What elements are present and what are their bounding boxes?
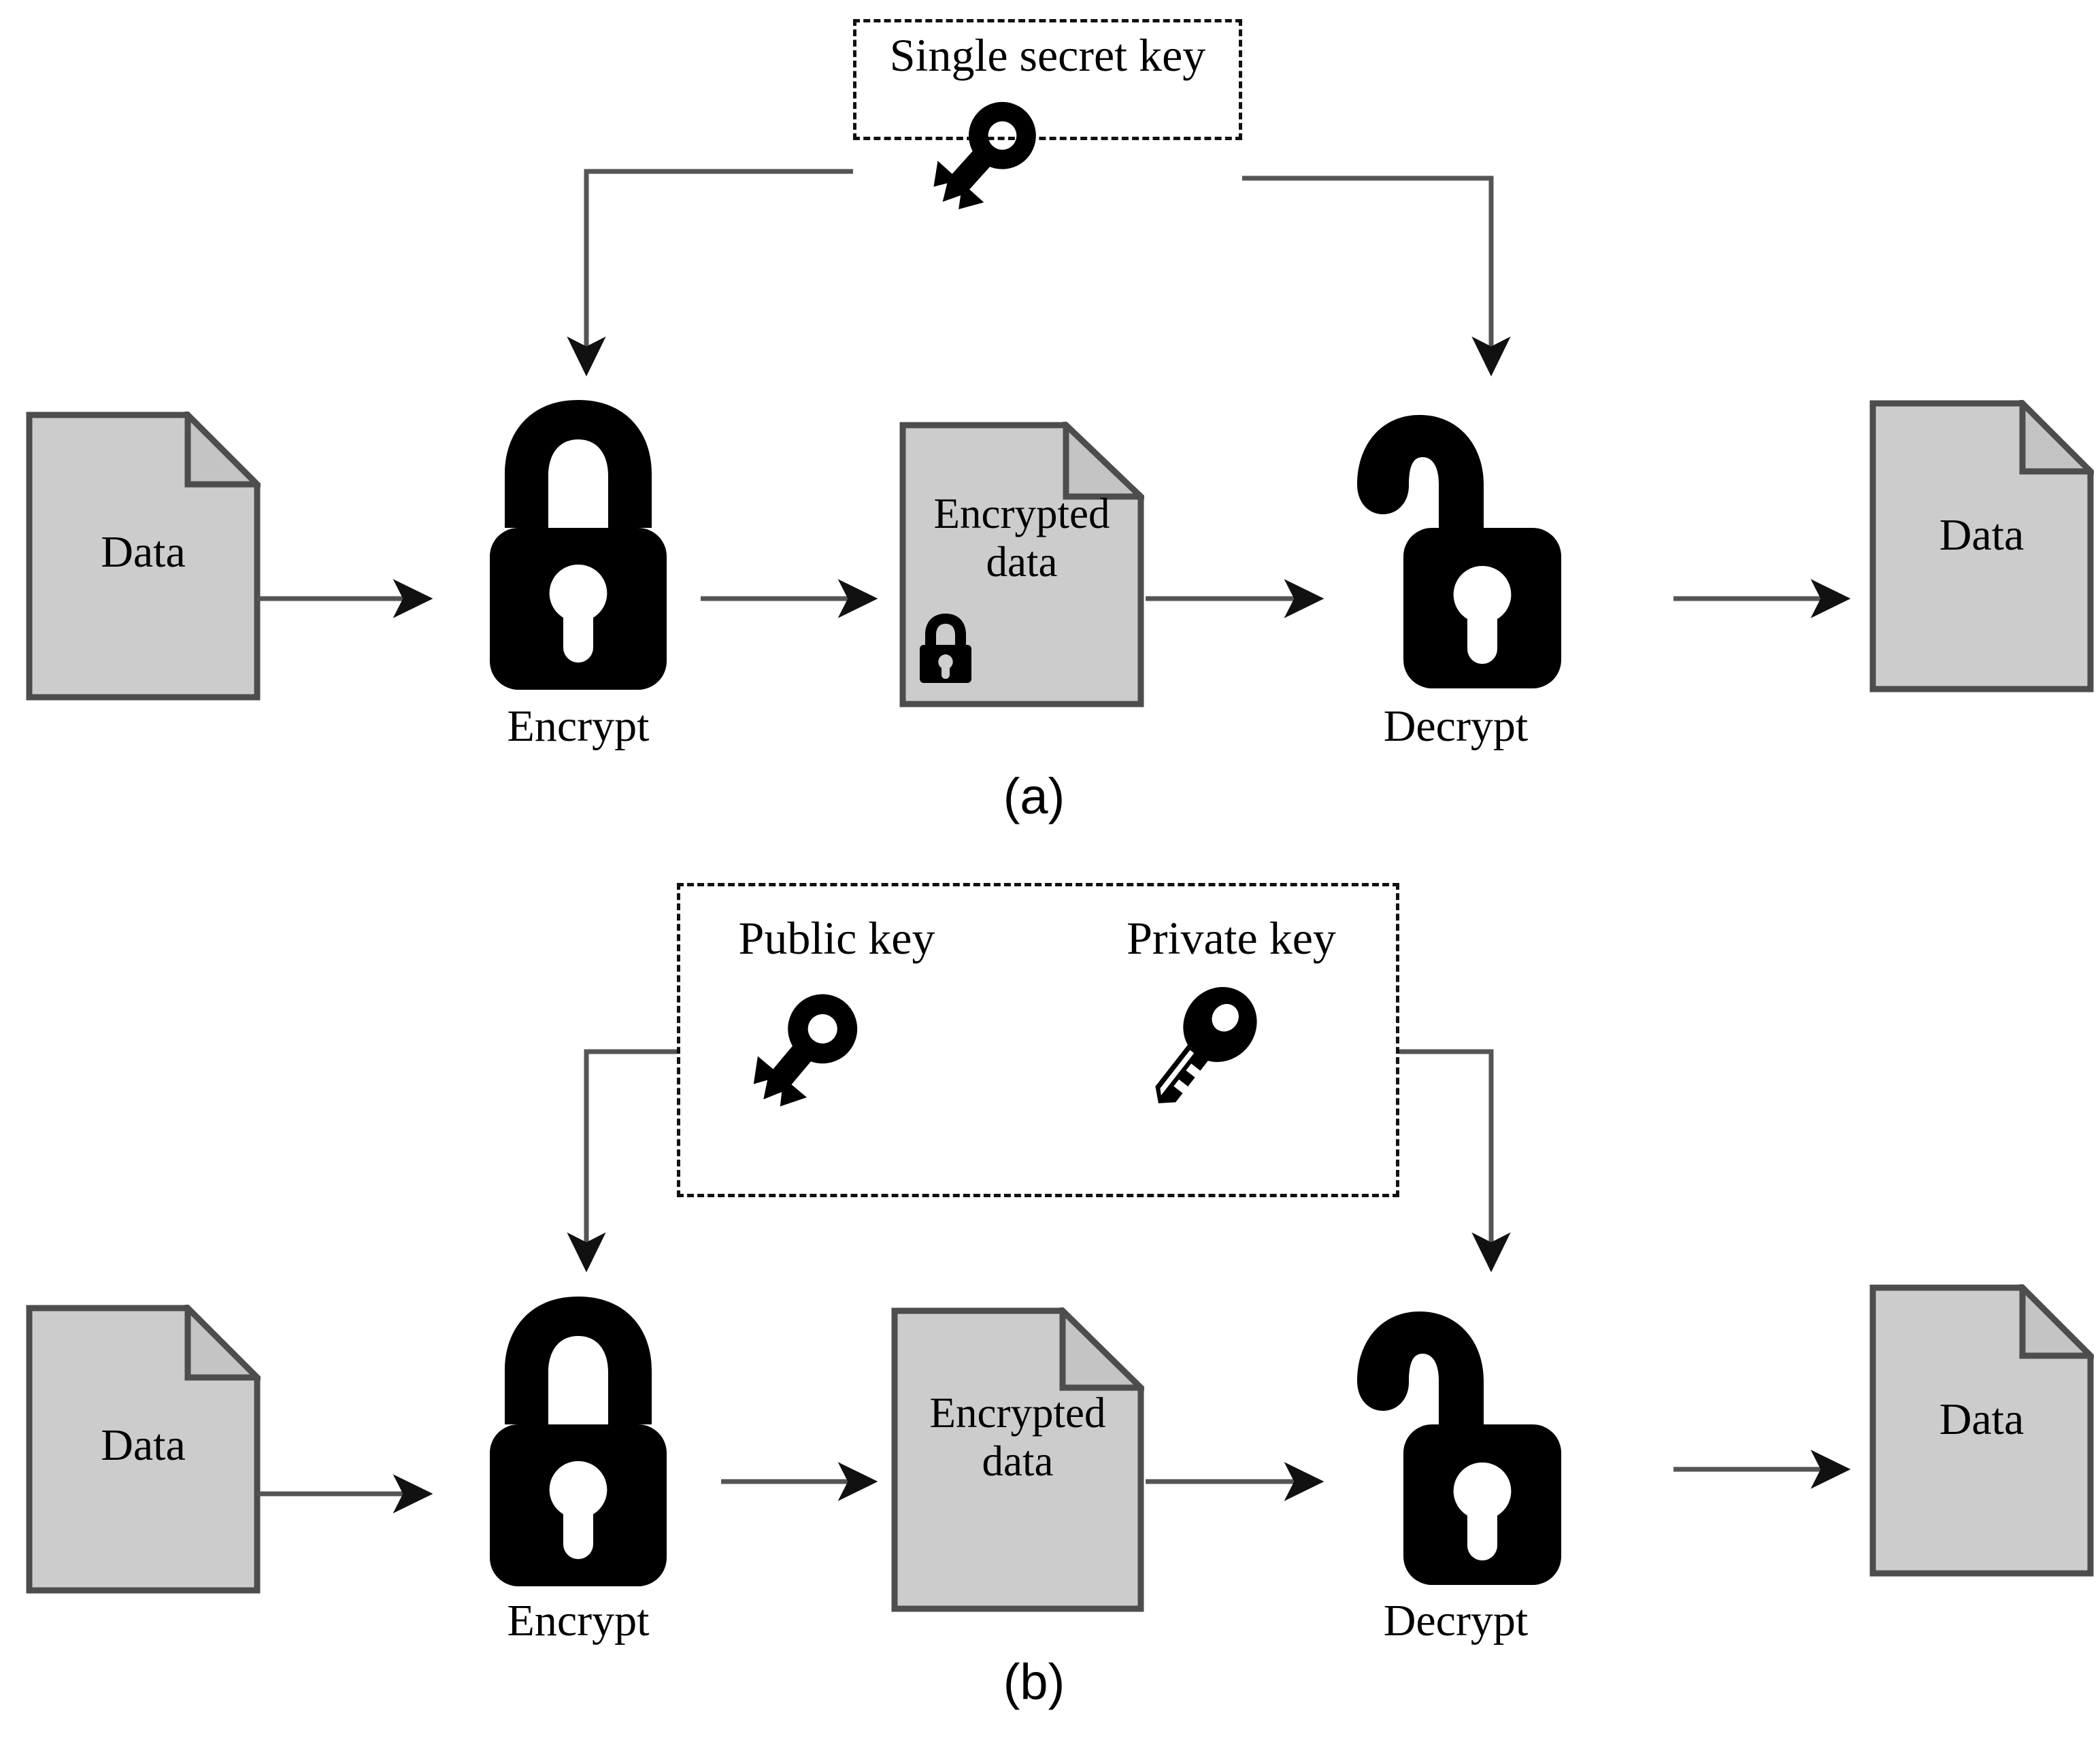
data-document-input-a: Data — [26, 412, 261, 701]
data-document-input-b: Data — [26, 1305, 261, 1594]
wire-private-key-to-decrypt-b — [1399, 1049, 1511, 1273]
single-secret-key-icon — [920, 88, 1050, 221]
lock-open-decrypt-a — [1344, 395, 1568, 694]
encrypt-caption-a: Encrypt — [507, 701, 650, 751]
public-key-icon — [739, 980, 872, 1119]
lock-closed-encrypt-a — [469, 395, 687, 694]
private-key-label: Private key — [1127, 912, 1336, 964]
data-document-output-a: Data — [1869, 400, 2094, 692]
decrypt-caption-a: Decrypt — [1383, 701, 1529, 751]
wire-key-to-decrypt-a — [1242, 176, 1511, 377]
single-secret-key-label: Single secret key — [889, 29, 1206, 81]
encrypted-data-document-a: Encrypted data — [899, 422, 1144, 707]
key-box-symmetric — [853, 19, 1242, 140]
panel-label-b: (b) — [1003, 1654, 1065, 1710]
decrypt-caption-b: Decrypt — [1383, 1596, 1529, 1645]
wire-key-to-encrypt-a — [567, 169, 853, 377]
key-box-asymmetric — [677, 883, 1399, 1197]
lock-closed-encrypt-b — [469, 1291, 687, 1590]
lock-badge-icon — [914, 611, 977, 686]
lock-open-decrypt-b — [1344, 1291, 1568, 1590]
wire-public-key-to-encrypt-b — [567, 1049, 677, 1273]
private-key-icon — [1129, 976, 1272, 1122]
panel-label-a: (a) — [1003, 768, 1065, 824]
public-key-label: Public key — [738, 912, 935, 964]
encrypted-data-document-b: Encrypted data — [891, 1307, 1144, 1612]
data-document-output-b: Data — [1869, 1284, 2094, 1577]
encrypt-caption-b: Encrypt — [507, 1596, 650, 1645]
